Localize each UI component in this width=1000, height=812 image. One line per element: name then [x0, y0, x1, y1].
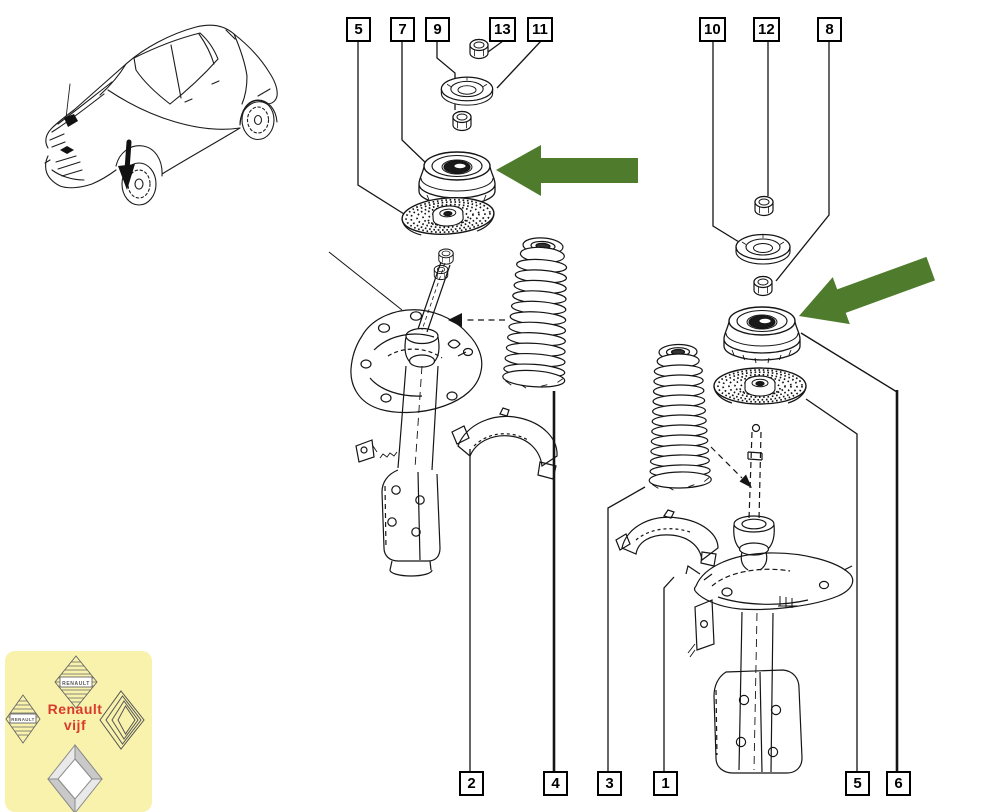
svg-text:RENAULT: RENAULT	[11, 717, 34, 722]
upper-spring-seat-left	[400, 193, 496, 239]
cup-washer-11	[440, 76, 494, 106]
callout-box-6[interactable]: 6	[886, 771, 911, 796]
strut-mount-bearing-right	[723, 306, 801, 364]
dust-bellows-right	[648, 343, 712, 491]
callout-leader-lines	[357, 40, 899, 771]
callout-box-5-left[interactable]: 5	[346, 17, 371, 42]
renault-vijf-watermark: RENAULT RENAULT Renault vijf	[5, 651, 152, 812]
logo-diamonds: RENAULT RENAULT	[5, 655, 145, 812]
classic-diamond-top-icon: RENAULT	[54, 655, 98, 709]
mirror-mark	[64, 114, 78, 127]
rod-pointer-dashed-arrow-right	[710, 446, 752, 488]
left-strut-exploded-view	[328, 38, 568, 577]
lower-spring-seat-left	[451, 407, 558, 480]
leader-11	[496, 40, 542, 89]
callout-box-12[interactable]: 12	[753, 17, 780, 42]
leader-3	[607, 486, 646, 771]
callout-box-1[interactable]: 1	[653, 771, 678, 796]
callout-box-5-right[interactable]: 5	[845, 771, 870, 796]
nut-8	[753, 275, 773, 297]
classic-diamond-left-icon: RENAULT	[5, 694, 41, 744]
leader-8	[775, 41, 830, 282]
svg-text:RENAULT: RENAULT	[62, 681, 90, 687]
piston-nut-13	[469, 38, 489, 60]
lower-spring-seat-right	[615, 509, 719, 567]
highlight-arrow-left-icon	[496, 145, 638, 196]
modern-lozenge-icon	[46, 743, 104, 812]
logo-caption-line2: vijf	[63, 717, 87, 733]
callout-box-3[interactable]: 3	[597, 771, 622, 796]
wheel-pointer-arrow-icon	[118, 139, 135, 190]
callout-box-2[interactable]: 2	[459, 771, 484, 796]
piston-nut-12	[754, 195, 774, 217]
nut-9	[452, 110, 472, 132]
right-strut-exploded-view	[615, 195, 854, 774]
cup-washer-10	[735, 233, 791, 265]
leader-1	[663, 576, 675, 771]
callout-box-8[interactable]: 8	[817, 17, 842, 42]
callout-box-9[interactable]: 9	[425, 17, 450, 42]
callout-box-10[interactable]: 10	[699, 17, 726, 42]
callout-box-7[interactable]: 7	[390, 17, 415, 42]
logo-caption-line1: Renault	[47, 701, 103, 717]
callout-box-13[interactable]: 13	[489, 17, 516, 42]
leader-10	[712, 41, 740, 243]
leader-7	[401, 41, 430, 167]
highlight-arrow-right-icon	[799, 256, 936, 325]
callout-box-11[interactable]: 11	[527, 17, 553, 42]
dust-bellows-left	[502, 237, 568, 389]
leader-6-diag	[800, 332, 898, 393]
leader-5-left	[357, 41, 413, 220]
outline-diamond-right-icon	[99, 690, 145, 750]
upper-spring-seat-right	[713, 367, 807, 405]
callout-box-4[interactable]: 4	[543, 771, 568, 796]
renault-badge-mark	[60, 146, 74, 154]
car-location-illustration	[44, 24, 278, 206]
leader-13	[487, 40, 504, 53]
rod-pointer-dashed-arrow	[448, 313, 505, 327]
leader-5-right	[805, 398, 858, 771]
logo-caption: Renault vijf	[39, 701, 111, 733]
